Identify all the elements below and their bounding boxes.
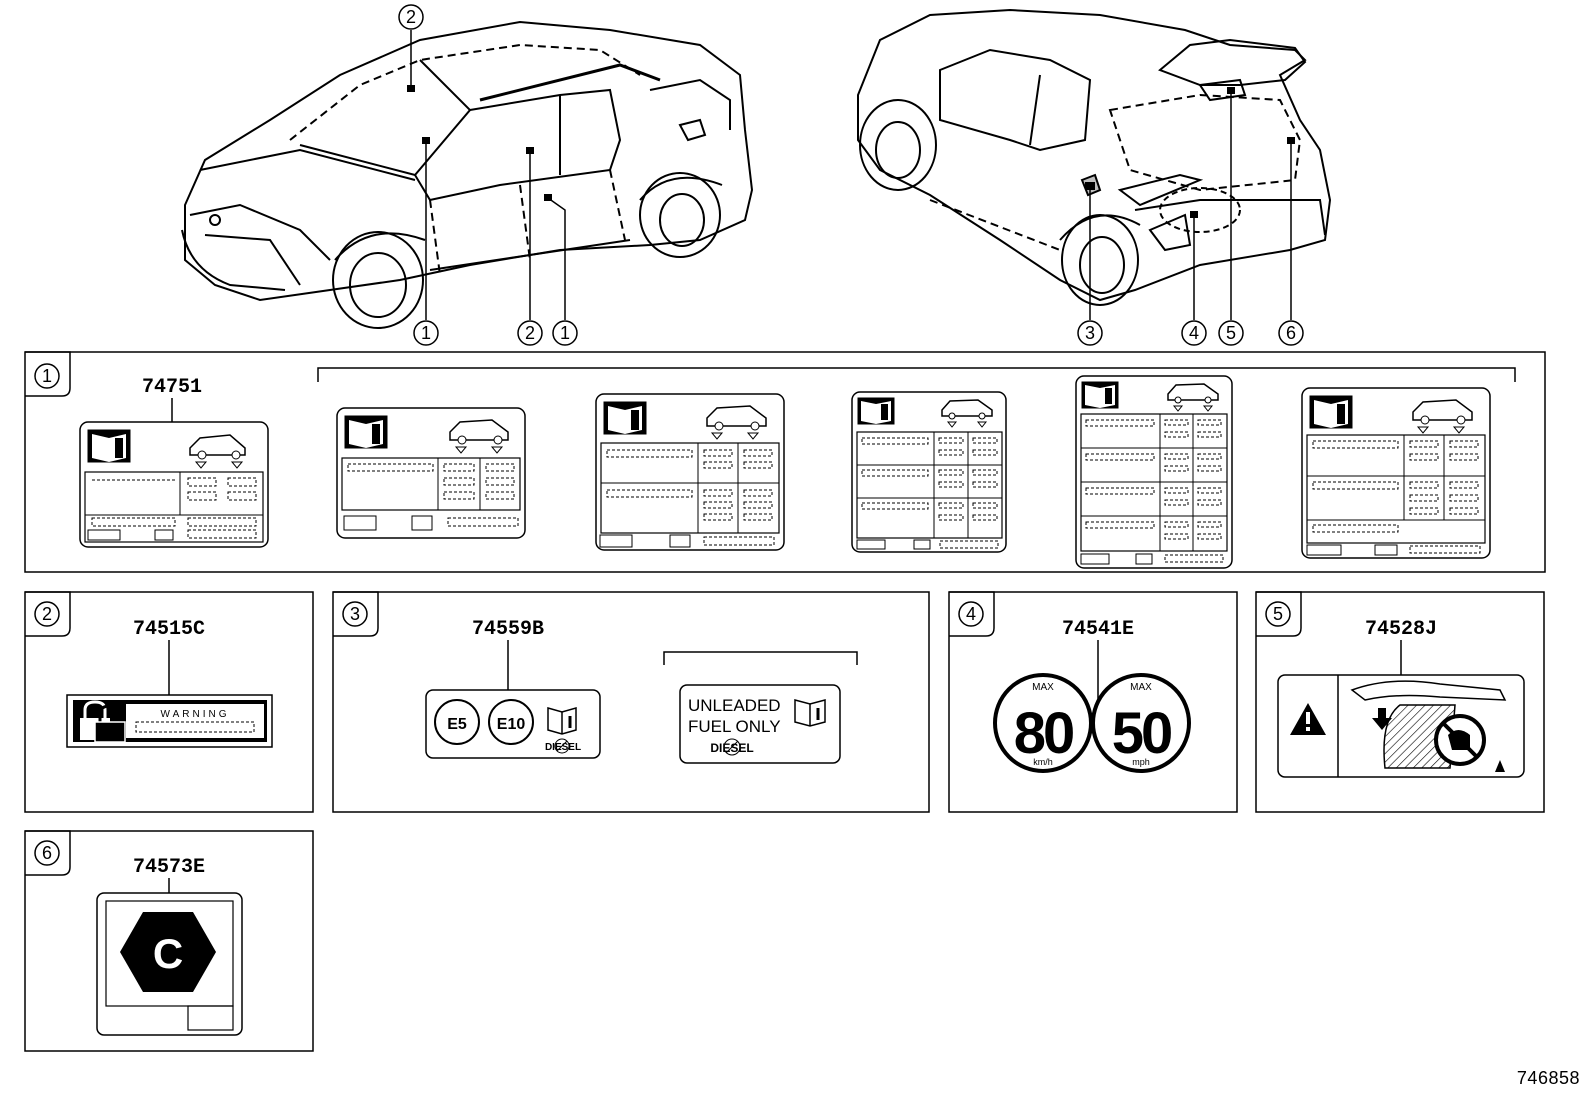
info-label-variant-3 [595, 393, 785, 551]
part-number-74751: 74751 [142, 376, 202, 399]
rear-callouts: 3 4 5 6 [1077, 320, 1304, 346]
front-car-illustration [181, 20, 754, 329]
svg-text:1: 1 [560, 323, 570, 343]
section-6-hexagon-label: 6 74573E C [24, 830, 314, 1052]
fuel-badge-e10: E10 [497, 716, 526, 733]
unleaded-diesel-text: DIESEL [710, 741, 753, 755]
svg-text:5: 5 [1226, 323, 1236, 343]
part-number-74528J: 74528J [1365, 618, 1437, 641]
section-5-tailgate-label: 5 74528J [1255, 591, 1545, 813]
callout-front-2-b: 2 [517, 320, 543, 346]
part-number-74573E: 74573E [133, 856, 205, 879]
section-1-number: 1 [42, 366, 52, 386]
speed-mph: 50 [1112, 701, 1171, 766]
svg-text:2: 2 [406, 7, 416, 27]
diesel-text: DIESEL [545, 742, 581, 753]
tailgate-pinch-icon [1350, 680, 1507, 772]
callout-front-1-a: 1 [413, 320, 439, 346]
section-2-warning-label: 2 74515C WARNING [24, 591, 314, 813]
svg-text:3: 3 [1085, 323, 1095, 343]
svg-text:6: 6 [1286, 323, 1296, 343]
padlock-icon [80, 700, 126, 743]
warning-triangle-icon [1290, 703, 1326, 735]
callout-front-2-top: 2 [398, 4, 424, 30]
svg-text:6: 6 [42, 843, 52, 863]
max-label-kmh: MAX [1032, 682, 1054, 693]
fuel-badge-e5: E5 [447, 716, 467, 733]
svg-text:3: 3 [350, 604, 360, 624]
info-label-variant-1 [79, 421, 269, 548]
svg-text:2: 2 [525, 323, 535, 343]
callout-rear-4: 4 [1181, 320, 1207, 346]
speed-kmh: 80 [1014, 701, 1073, 766]
hexagon-letter: C [153, 930, 183, 977]
rear-car-illustration [857, 8, 1332, 320]
callout-rear-5: 5 [1218, 320, 1244, 346]
callout-rear-3: 3 [1077, 320, 1103, 346]
info-label-variant-2 [336, 407, 526, 539]
part-number-74559B: 74559B [472, 618, 544, 641]
svg-text:2: 2 [42, 604, 52, 624]
callout-front-1-b: 1 [552, 320, 578, 346]
svg-text:5: 5 [1273, 604, 1283, 624]
callout-rear-6: 6 [1278, 320, 1304, 346]
info-label-variant-5 [1075, 375, 1233, 569]
unleaded-line1: UNLEADED [688, 696, 781, 715]
svg-text:1: 1 [421, 323, 431, 343]
unit-kmh: km/h [1033, 757, 1053, 767]
part-number-74515C: 74515C [133, 618, 205, 641]
info-label-variant-6 [1301, 387, 1491, 559]
section-4-speed-label: 4 74541E MAX 80 km/h MAX 50 mph [948, 591, 1238, 813]
svg-text:4: 4 [1189, 323, 1199, 343]
warning-text: WARNING [161, 709, 230, 720]
max-label-mph: MAX [1130, 682, 1152, 693]
section-1-info-labels: 1 74751 [24, 351, 1546, 573]
unleaded-line2: FUEL ONLY [688, 717, 781, 736]
info-label-variant-4 [851, 391, 1007, 553]
section-3-fuel-labels: 3 74559B E5 E10 DIESEL UNLEADED FUEL ONL… [332, 591, 930, 813]
manual-book-icon [547, 707, 577, 735]
svg-text:4: 4 [966, 604, 976, 624]
front-callouts: 2 1 2 1 [398, 4, 578, 346]
unit-mph: mph [1132, 757, 1150, 767]
document-number: 746858 [1516, 1068, 1580, 1088]
hexagon-icon [120, 912, 216, 992]
manual-book-icon [794, 699, 826, 727]
part-number-74541E: 74541E [1062, 618, 1134, 641]
